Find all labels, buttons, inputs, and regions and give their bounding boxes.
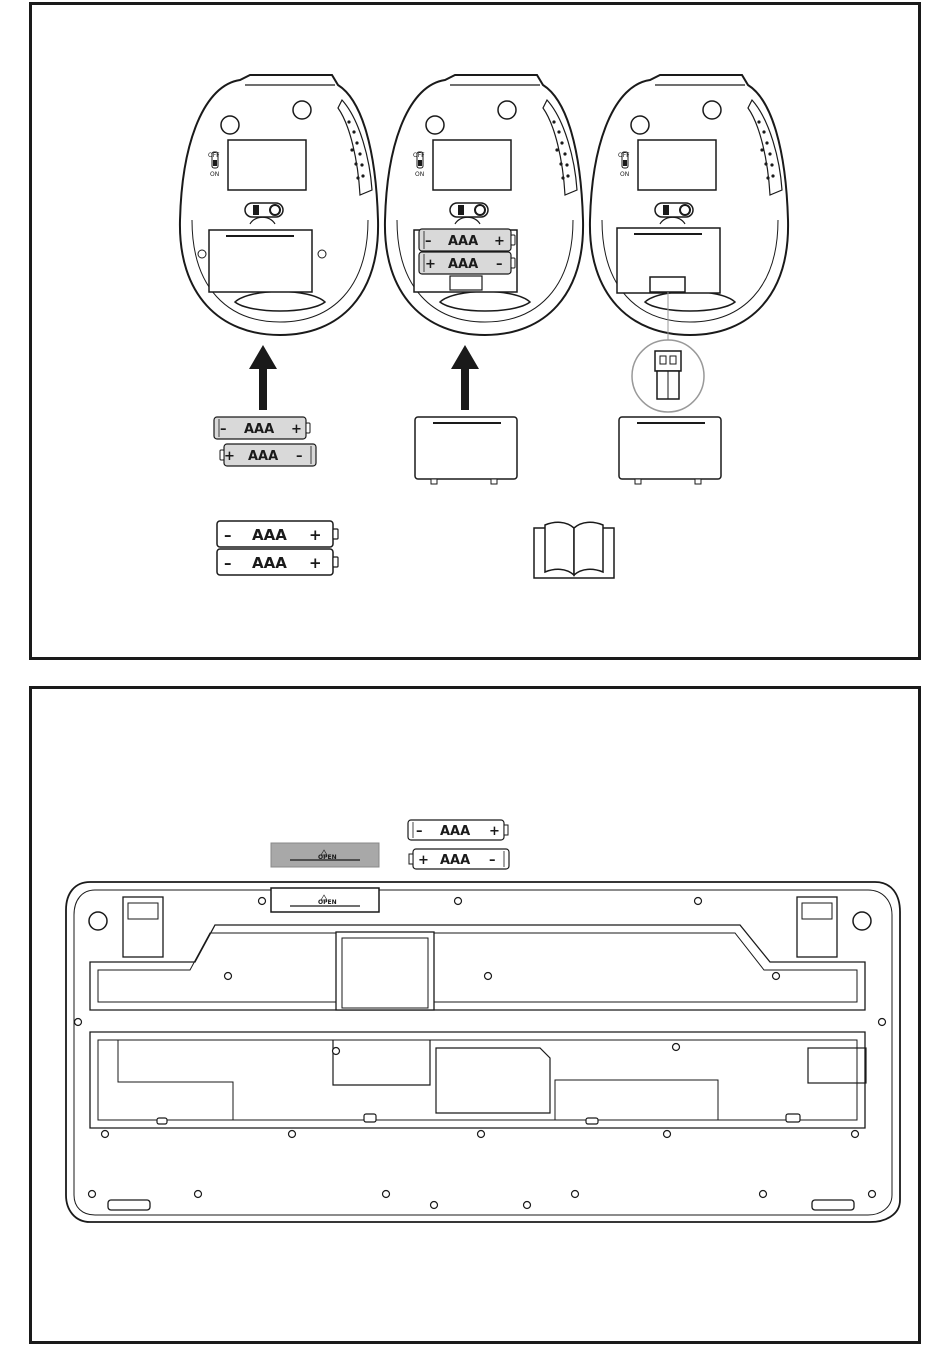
keyboard-bottom-view: OPEN: [66, 882, 900, 1222]
battery-plus: +: [418, 853, 429, 868]
battery-label: AAA: [440, 853, 470, 868]
keyboard-battery-2: + AAA –: [409, 849, 509, 869]
battery-plus: +: [489, 824, 500, 839]
keyboard-battery-1: – AAA +: [408, 820, 508, 840]
keyboard-battery-cover-removed: OPEN: [271, 843, 379, 867]
battery-label: AAA: [440, 824, 470, 839]
battery-minus: –: [416, 824, 423, 839]
battery-minus: –: [489, 853, 496, 868]
cover-open-label: OPEN: [318, 899, 337, 906]
